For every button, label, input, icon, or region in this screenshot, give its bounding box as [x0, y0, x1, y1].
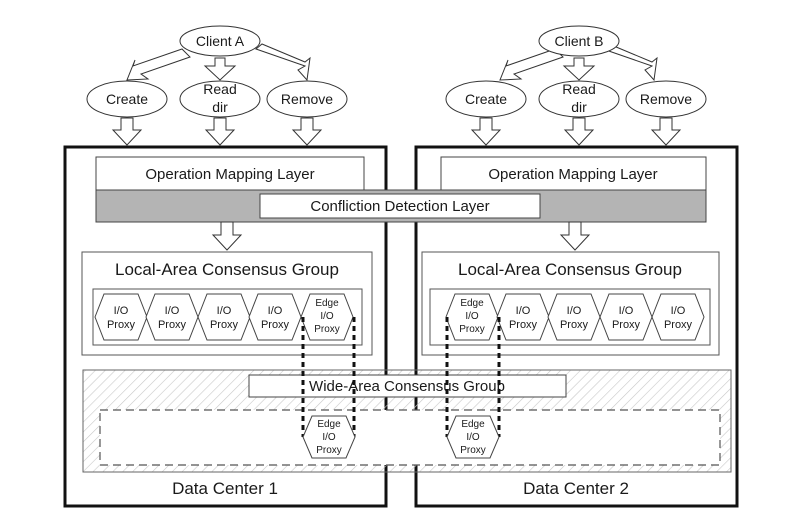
io-proxy-dc1-3 — [197, 293, 251, 341]
edge-proxy-label: Edge — [315, 298, 339, 309]
edge-proxy-label: I/O — [320, 311, 334, 322]
client-a-label: Client A — [196, 33, 245, 49]
io-proxy-label: I/O — [671, 305, 686, 317]
io-proxy-label: Proxy — [664, 319, 693, 331]
io-proxy-dc1-2 — [145, 293, 199, 341]
io-proxy-dc2-4 — [651, 293, 705, 341]
operation-mapping-layer-1-label: Operation Mapping Layer — [145, 166, 314, 183]
local-area-consensus-group-2-label: Local-Area Consensus Group — [458, 260, 682, 279]
edge-proxy-label: Edge — [460, 298, 484, 309]
edge-proxy-label: I/O — [465, 311, 479, 322]
op-create-b — [445, 80, 527, 118]
data-center-1-label: Data Center 1 — [172, 479, 278, 498]
wide-area-dashed-inner — [99, 409, 721, 466]
arrow-remove-a-down — [291, 117, 323, 146]
io-proxy-label: I/O — [619, 305, 634, 317]
io-proxy-dc2-2 — [547, 293, 601, 341]
io-proxy-label: Proxy — [612, 319, 641, 331]
op-remove-a-label: Remove — [281, 91, 333, 107]
arrow-client-a-to-create — [126, 48, 191, 81]
op-read-dir-a — [179, 80, 261, 118]
arrow-to-local-consensus-2 — [559, 221, 591, 251]
op-read-dir-b-label-1: Read — [562, 81, 595, 97]
io-proxy-label: Proxy — [107, 319, 136, 331]
op-read-dir-b-label-2: dir — [571, 99, 587, 115]
wide-area-consensus-group — [248, 374, 567, 398]
local-area-consensus-group-1-label: Local-Area Consensus Group — [115, 260, 339, 279]
edge-proxy-label: Proxy — [316, 445, 342, 456]
client-a-node — [179, 25, 261, 57]
arrow-client-a-to-read — [203, 57, 237, 81]
io-proxy-label: I/O — [217, 305, 232, 317]
data-center-2-box — [414, 145, 739, 508]
client-b-label: Client B — [554, 33, 603, 49]
edge-proxy-label: Proxy — [459, 324, 485, 335]
op-remove-a — [266, 80, 348, 118]
arrow-read-a-down — [204, 117, 236, 146]
op-create-b-label: Create — [465, 91, 507, 107]
wide-area-consensus-group-label: Wide-Area Consensus Group — [309, 378, 505, 395]
io-proxy-label: I/O — [165, 305, 180, 317]
op-to-dc1-arrows — [111, 117, 323, 146]
io-proxy-label: Proxy — [210, 319, 239, 331]
operation-mapping-layer-2-label: Operation Mapping Layer — [488, 166, 657, 183]
wide-edge-io-proxy-1 — [302, 415, 356, 459]
arrow-read-b-down — [563, 117, 595, 146]
edge-proxy-label: Proxy — [460, 445, 486, 456]
client-a-arrows — [126, 43, 311, 82]
arrow-client-a-to-remove — [255, 43, 311, 82]
arrow-create-b-down — [470, 117, 502, 146]
confliction-detection-layer — [259, 193, 541, 219]
op-create-a-label: Create — [106, 91, 148, 107]
op-to-dc2-arrows — [470, 117, 682, 146]
edge-proxy-links — [301, 317, 501, 437]
op-read-dir-a-label-2: dir — [212, 99, 228, 115]
io-proxy-label: Proxy — [158, 319, 187, 331]
edge-proxy-label: I/O — [322, 432, 336, 443]
io-proxy-dc1-4 — [248, 293, 302, 341]
wide-edge-io-proxy-2 — [446, 415, 500, 459]
edge-proxy-label: I/O — [466, 432, 480, 443]
operation-mapping-layer-2 — [440, 156, 707, 191]
data-center-1-box — [63, 145, 388, 508]
io-proxy-label: I/O — [567, 305, 582, 317]
io-proxy-dc1-1 — [94, 293, 148, 341]
arrow-remove-b-down — [650, 117, 682, 146]
arrow-client-b-to-create — [499, 48, 564, 81]
op-remove-b — [625, 80, 707, 118]
edge-proxy-label: Edge — [461, 419, 485, 430]
io-proxy-label: Proxy — [509, 319, 538, 331]
io-proxy-label: Proxy — [560, 319, 589, 331]
operation-mapping-layer-1 — [95, 156, 365, 191]
data-center-2-label: Data Center 2 — [523, 479, 629, 498]
client-b-node — [538, 25, 620, 57]
io-proxy-dc2-1 — [496, 293, 550, 341]
op-remove-b-label: Remove — [640, 91, 692, 107]
arrow-to-local-consensus-1 — [211, 221, 243, 251]
io-proxy-label: I/O — [516, 305, 531, 317]
op-read-dir-a-label-1: Read — [203, 81, 236, 97]
arrow-client-b-to-read — [562, 57, 596, 81]
confliction-detection-layer-label: Confliction Detection Layer — [310, 198, 489, 215]
io-proxy-dc2-3 — [599, 293, 653, 341]
io-proxy-label: Proxy — [261, 319, 290, 331]
client-a-group: Client A Create Read dir Remove — [86, 25, 348, 146]
op-create-a — [86, 80, 168, 118]
edge-proxy-label: Edge — [317, 419, 341, 430]
arrow-create-a-down — [111, 117, 143, 146]
io-proxy-label: I/O — [114, 305, 129, 317]
edge-proxy-label: Proxy — [314, 324, 340, 335]
op-read-dir-b — [538, 80, 620, 118]
io-proxy-label: I/O — [268, 305, 283, 317]
client-b-group: Client B Create Read dir Remove — [445, 25, 707, 146]
